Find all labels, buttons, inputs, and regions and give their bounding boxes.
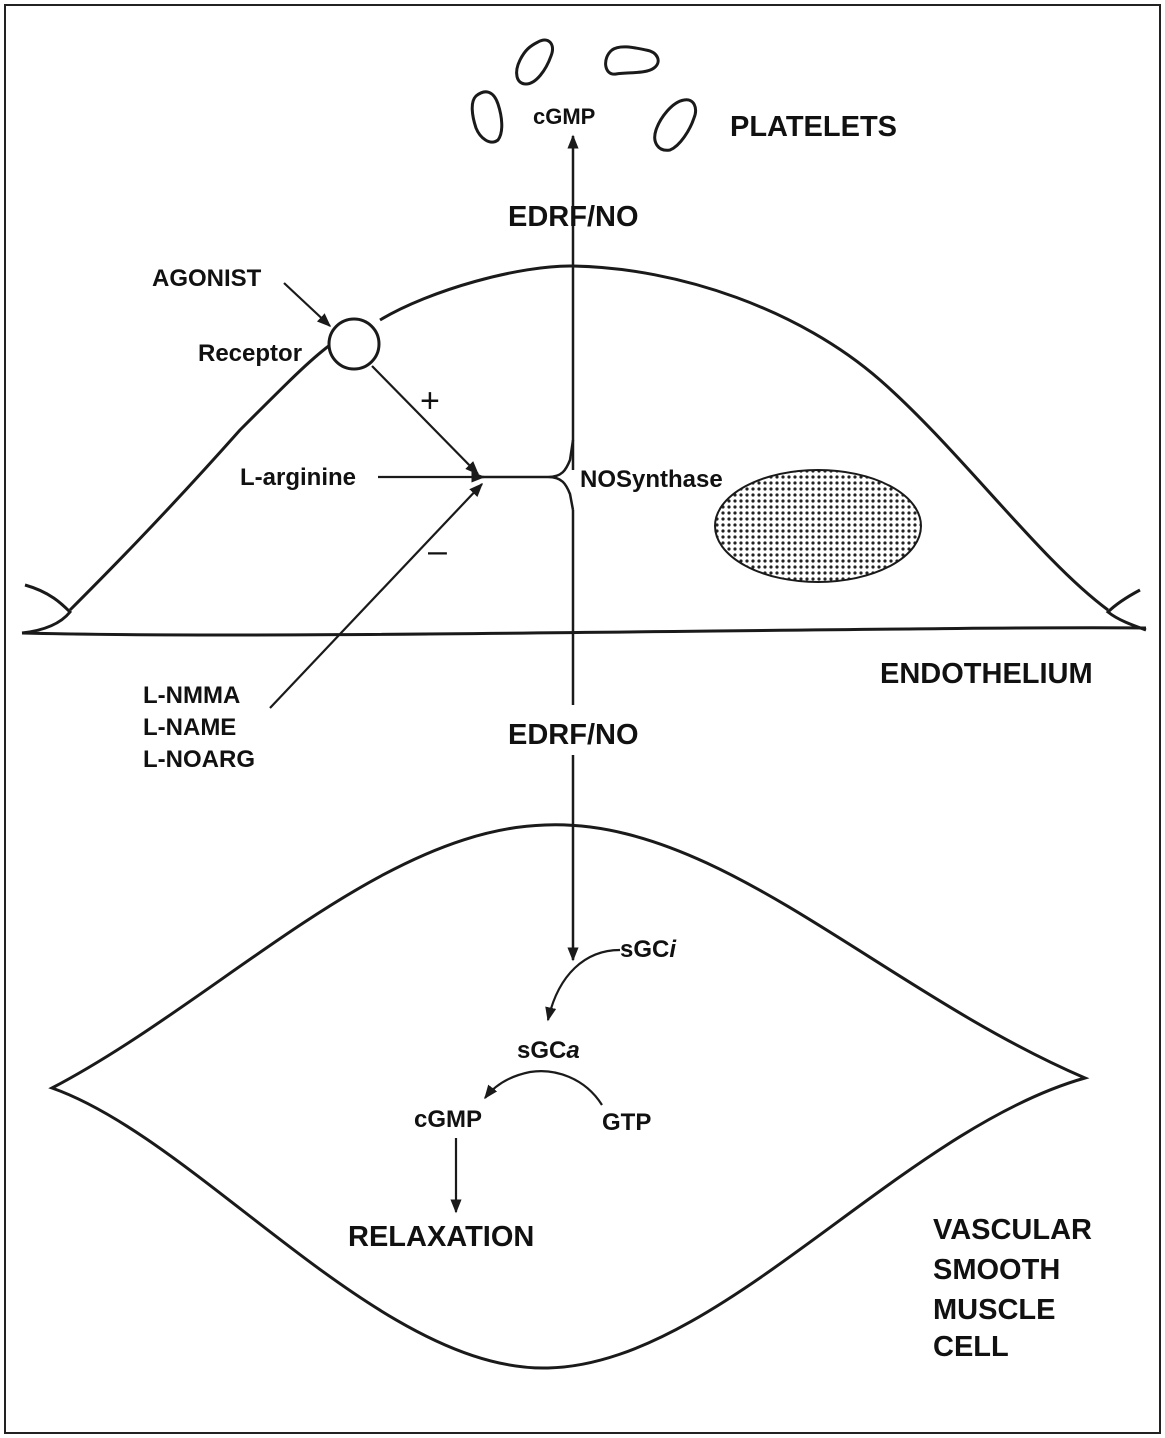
inhibitor-label: L-NMMA <box>143 682 240 709</box>
agonist-label: AGONIST <box>152 265 262 292</box>
endothelial-cell-outline <box>21 264 1147 637</box>
sgci-suffix: i <box>669 936 677 963</box>
sgci-label: sGCi <box>620 936 677 963</box>
nos-junction <box>480 439 575 511</box>
cgmp-bottom-label: cGMP <box>414 1106 482 1133</box>
receptor-circle <box>327 317 381 371</box>
nucleus <box>714 469 922 583</box>
relaxation-label: RELAXATION <box>348 1221 534 1253</box>
receptor-label: Receptor <box>198 340 302 367</box>
sgca-base: sGC <box>517 1037 566 1064</box>
vsmc-label: VASCULAR <box>933 1214 1092 1246</box>
edrf-no-bottom-label: EDRF/NO <box>508 719 639 751</box>
platelets-label: PLATELETS <box>730 111 897 143</box>
sgci-base: sGC <box>620 936 669 963</box>
minus-sign: – <box>428 532 447 570</box>
receptor-activation-arrow <box>371 365 479 475</box>
inhibitor-label: L-NAME <box>143 714 236 741</box>
platelets-group <box>470 38 698 152</box>
platelet-shape <box>604 45 660 76</box>
sgca-label: sGCa <box>517 1037 580 1064</box>
plus-sign: + <box>420 382 440 420</box>
endothelium-label: ENDOTHELIUM <box>880 658 1093 690</box>
inhibitor-label: L-NOARG <box>143 746 255 773</box>
gtp-to-cgmp-arrow <box>484 1070 603 1106</box>
vsmc-label: MUSCLE <box>933 1294 1055 1326</box>
cgmp-top-label: cGMP <box>533 104 595 129</box>
sgci-to-sgca-arrow <box>545 948 621 1022</box>
platelet-shape <box>515 38 554 86</box>
figure-frame <box>4 4 1161 1434</box>
platelet-shape <box>470 90 504 144</box>
nosynthase-label: NOSynthase <box>580 466 723 493</box>
cell-junction-right <box>1105 588 1147 632</box>
sgca-suffix: a <box>566 1037 579 1064</box>
vsmc-label: CELL <box>933 1331 1009 1363</box>
agonist-arrow <box>283 282 332 327</box>
inhibitor-arrow <box>269 482 483 709</box>
edrf-no-top-label: EDRF/NO <box>508 201 639 233</box>
platelet-shape <box>653 98 698 152</box>
l-arginine-label: L-arginine <box>240 464 356 491</box>
smooth-muscle-cell-outline <box>48 823 1090 1370</box>
vsmc-label: SMOOTH <box>933 1254 1060 1286</box>
gtp-label: GTP <box>602 1109 651 1136</box>
cell-junction-left <box>21 583 73 635</box>
